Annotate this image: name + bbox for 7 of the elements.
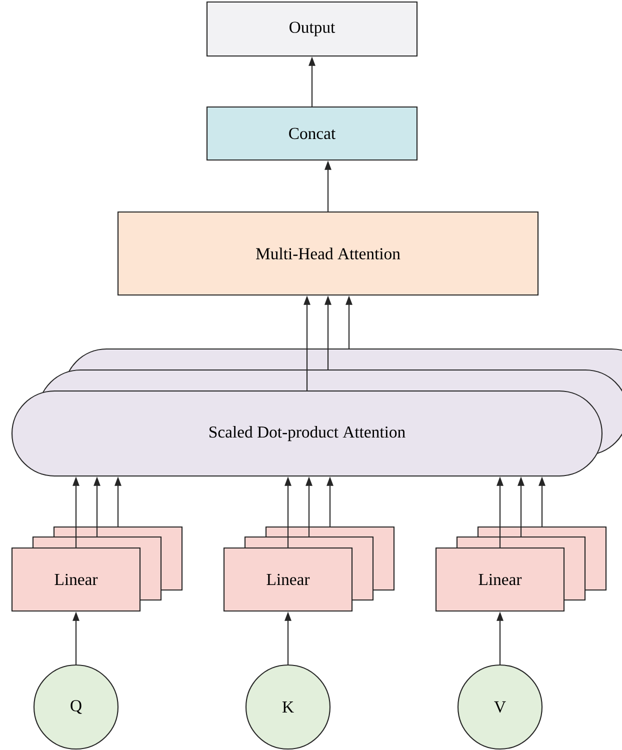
concat-box: Concat [206,106,418,161]
linear-stack: Linear [223,526,395,612]
attention-stack: Scaled Dot-product Attention [11,348,622,477]
attention-box: Multi-Head Attention [117,211,539,296]
linear-stack: Linear [11,526,183,612]
linear-stack: Linear [435,526,607,612]
output-box: Output [206,1,418,57]
